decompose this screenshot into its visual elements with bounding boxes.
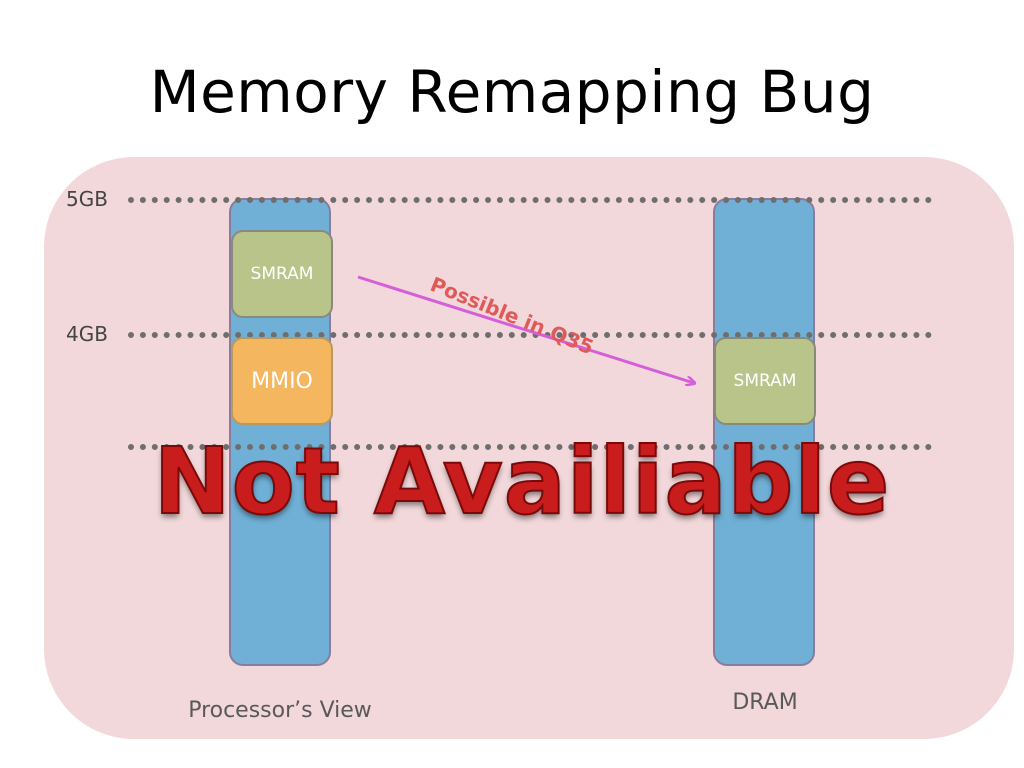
processor-mmio-label: MMIO <box>251 368 313 394</box>
slide-title: Memory Remapping Bug <box>149 58 875 126</box>
processor-view-label: Processor’s View <box>188 698 372 723</box>
dram-column <box>713 198 815 666</box>
not-available-overlay: Not Availiable <box>153 427 891 536</box>
dotted-line-5gb <box>128 197 932 203</box>
dotted-line-lower <box>128 444 932 450</box>
level-label-4gb: 4GB <box>66 322 108 346</box>
dram-smram-label: SMRAM <box>733 371 797 391</box>
dram-label: DRAM <box>732 690 798 715</box>
processor-smram-label: SMRAM <box>250 264 314 284</box>
dram-smram-block: SMRAM <box>714 337 816 425</box>
level-label-5gb: 5GB <box>66 187 108 211</box>
processor-smram-block: SMRAM <box>231 230 333 318</box>
processor-mmio-block: MMIO <box>231 337 333 425</box>
